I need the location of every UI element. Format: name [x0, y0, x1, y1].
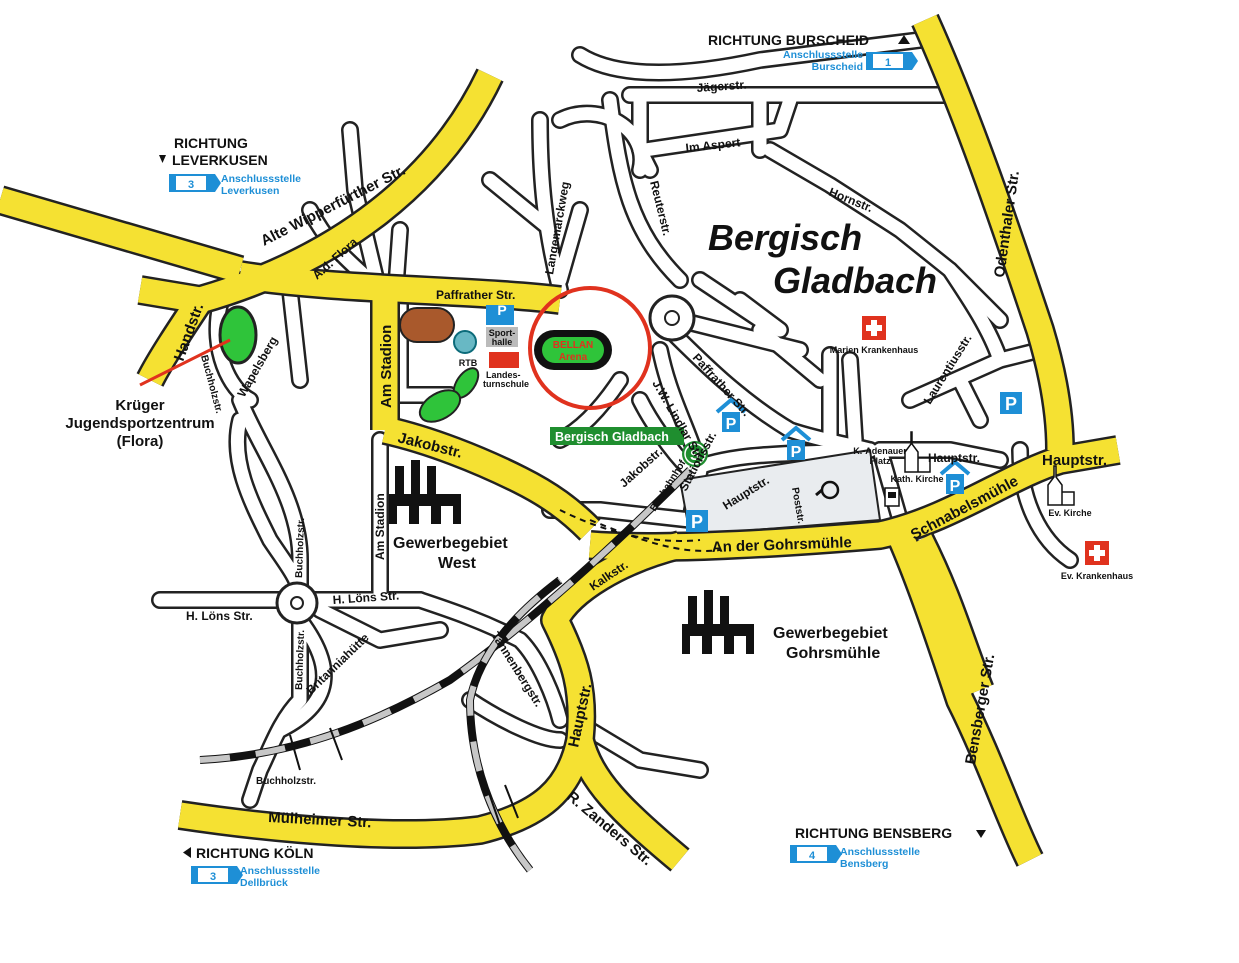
- exit-label-leverkusen-1: Anschlussstelle: [221, 173, 301, 185]
- venue-label-line1: BELLAN: [553, 340, 594, 351]
- sporthalle-label-1: Sport-: [489, 328, 516, 338]
- direction-leverkusen-1: RICHTUNG: [174, 135, 248, 151]
- city-name-line2: Gladbach: [773, 260, 937, 301]
- landesturnschule-label-1: Landes-: [486, 370, 521, 380]
- station: [550, 427, 708, 467]
- kath-kirche-label: Kath. Kirche: [890, 474, 943, 484]
- post-horn-icon: [815, 480, 840, 500]
- exit-label-burscheid-1: Anschlussstelle: [783, 49, 863, 61]
- direction-leverkusen-2: LEVERKUSEN: [172, 152, 268, 168]
- city-name-line1: Bergisch: [708, 217, 862, 258]
- sports-parking-symbol: P: [497, 302, 506, 318]
- flora-pointer-icon: [139, 338, 231, 387]
- arrow-down-icon: [976, 830, 986, 838]
- street-jaegerstr: Jägerstr.: [696, 78, 747, 95]
- landesturnschule-label-2: turnschule: [483, 379, 529, 389]
- town-hall-icon: [884, 487, 900, 507]
- hospital-icon: [1085, 541, 1109, 565]
- direction-koeln: RICHTUNG KÖLN: [196, 845, 313, 861]
- flora-label-2: Jugendsportzentrum: [65, 415, 214, 432]
- street-buchholzstr-3: Buchholzstr.: [294, 630, 307, 691]
- street-an-der-gohrsmuehle: An der Gohrsmühle: [712, 534, 853, 556]
- exit-badge-koeln: [191, 866, 243, 884]
- street-h-loens-1: H. Löns Str.: [186, 609, 253, 623]
- exit-badge-bensberg: [790, 845, 842, 863]
- exit-number-koeln: 3: [210, 871, 216, 883]
- exit-label-leverkusen-2: Leverkusen: [221, 185, 279, 197]
- exit-label-bensberg-2: Bensberg: [840, 858, 888, 870]
- parking-icon: [1000, 392, 1022, 414]
- main-roads: [0, 13, 1121, 872]
- arrow-down-icon: [159, 155, 166, 163]
- exit-label-bensberg-1: Anschlussstelle: [840, 846, 920, 858]
- street-h-loens-2: H. Löns Str.: [332, 588, 400, 607]
- exit-number-bensberg: 4: [809, 850, 816, 862]
- direction-burscheid: RICHTUNG BURSCHEID: [708, 32, 869, 48]
- street-am-stadion-1: Am Stadion: [378, 325, 395, 408]
- street-im-aspert: Im Aspert: [685, 135, 741, 155]
- symbols: [139, 35, 1109, 858]
- exit-badge-leverkusen: [169, 174, 221, 192]
- side-roads: [151, 31, 1079, 809]
- exit-number-burscheid: 1: [885, 57, 891, 69]
- gewerbe-west-label-1: Gewerbegebiet: [393, 535, 508, 552]
- street-jakobstr-2: Jakobstr.: [617, 445, 666, 491]
- parking-icon: [686, 510, 708, 532]
- sporthalle-label-2: halle: [492, 337, 513, 347]
- gewerbe-gohr-label-1: Gewerbegebiet: [773, 625, 888, 642]
- hospital-icon: [862, 316, 886, 340]
- ev-kirche-label: Ev. Kirche: [1048, 508, 1091, 518]
- flora-label-1: Krüger: [115, 397, 164, 414]
- arrow-left-icon: [183, 847, 191, 858]
- street-buchholzstr-4: Buchholzstr.: [256, 776, 316, 787]
- gewerbe-gohr-label-2: Gohrsmühle: [786, 645, 880, 662]
- adenauer-platz-label-2: Platz: [869, 456, 891, 466]
- street-am-stadion-2: Am Stadion: [373, 493, 387, 560]
- exit-label-koeln-1: Anschlussstelle: [240, 865, 320, 877]
- ev-krankenhaus-label: Ev. Krankenhaus: [1061, 571, 1133, 581]
- street-muelheimer: Mülheimer Str.: [268, 809, 372, 831]
- street-paffrather-1: Paffrather Str.: [436, 288, 515, 302]
- street-hauptstr-3: Hauptstr.: [1042, 452, 1107, 469]
- railways: [199, 467, 721, 873]
- street-hauptstr-2: Hauptstr.: [928, 451, 980, 465]
- exit-badge-burscheid: [866, 52, 918, 70]
- marien-krankenhaus-label: Marien Krankenhaus: [830, 345, 919, 355]
- church-icon: [1047, 465, 1075, 506]
- flora-label-3: (Flora): [117, 433, 164, 450]
- church-icon: [904, 431, 931, 473]
- factory-icon: [389, 460, 461, 524]
- direction-bensberg: RICHTUNG BENSBERG: [795, 825, 952, 841]
- station-label: Bergisch Gladbach: [555, 430, 669, 444]
- exit-number-leverkusen: 3: [188, 179, 194, 191]
- venue-label-line2: Arena: [559, 352, 588, 363]
- station-symbol: S: [690, 447, 700, 464]
- street-buchholzstr-2: Buchholzstr.: [294, 518, 307, 579]
- adenauer-platz-label-1: K.-Adenauer: [853, 446, 907, 456]
- rtb-label: RTB: [459, 358, 478, 368]
- sports-area: [218, 286, 652, 423]
- arrow-up-icon: [898, 35, 910, 44]
- factory-icon: [682, 590, 754, 654]
- exit-label-burscheid-2: Burscheid: [812, 61, 863, 73]
- exit-label-koeln-2: Dellbrück: [240, 877, 288, 889]
- gewerbe-west-label-2: West: [438, 555, 477, 572]
- exit-badges: [169, 52, 918, 884]
